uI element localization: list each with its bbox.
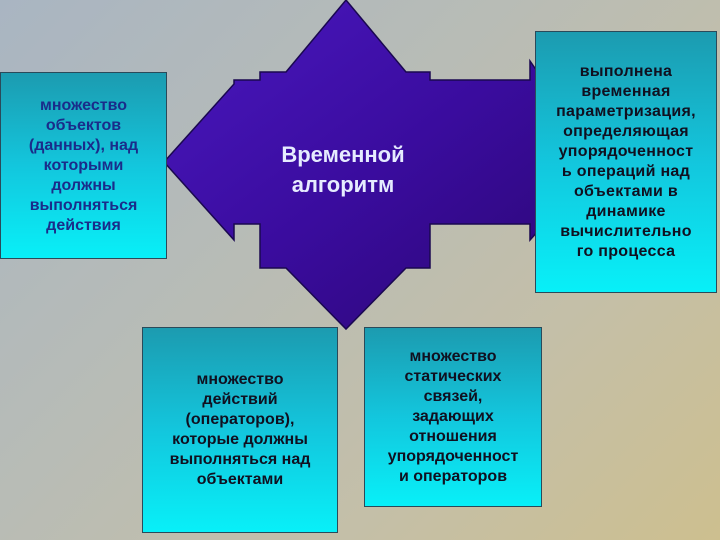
operators-box: множество действий (операторов), которые… bbox=[142, 327, 338, 533]
parametrization-box-text: выполнена временная параметризация, опре… bbox=[556, 63, 696, 260]
center-label: Временной алгоритм bbox=[281, 142, 405, 197]
objects-box-text: множество объектов (данных), над которым… bbox=[28, 96, 139, 234]
parametrization-box: выполнена временная параметризация, опре… bbox=[535, 31, 717, 293]
objects-box: множество объектов (данных), над которым… bbox=[0, 72, 167, 259]
static-links-box-text: множество статических связей, задающих о… bbox=[387, 348, 519, 485]
four-way-arrow bbox=[162, 0, 601, 331]
operators-box-text: множество действий (операторов), которые… bbox=[169, 371, 311, 488]
static-links-box: множество статических связей, задающих о… bbox=[364, 327, 542, 507]
